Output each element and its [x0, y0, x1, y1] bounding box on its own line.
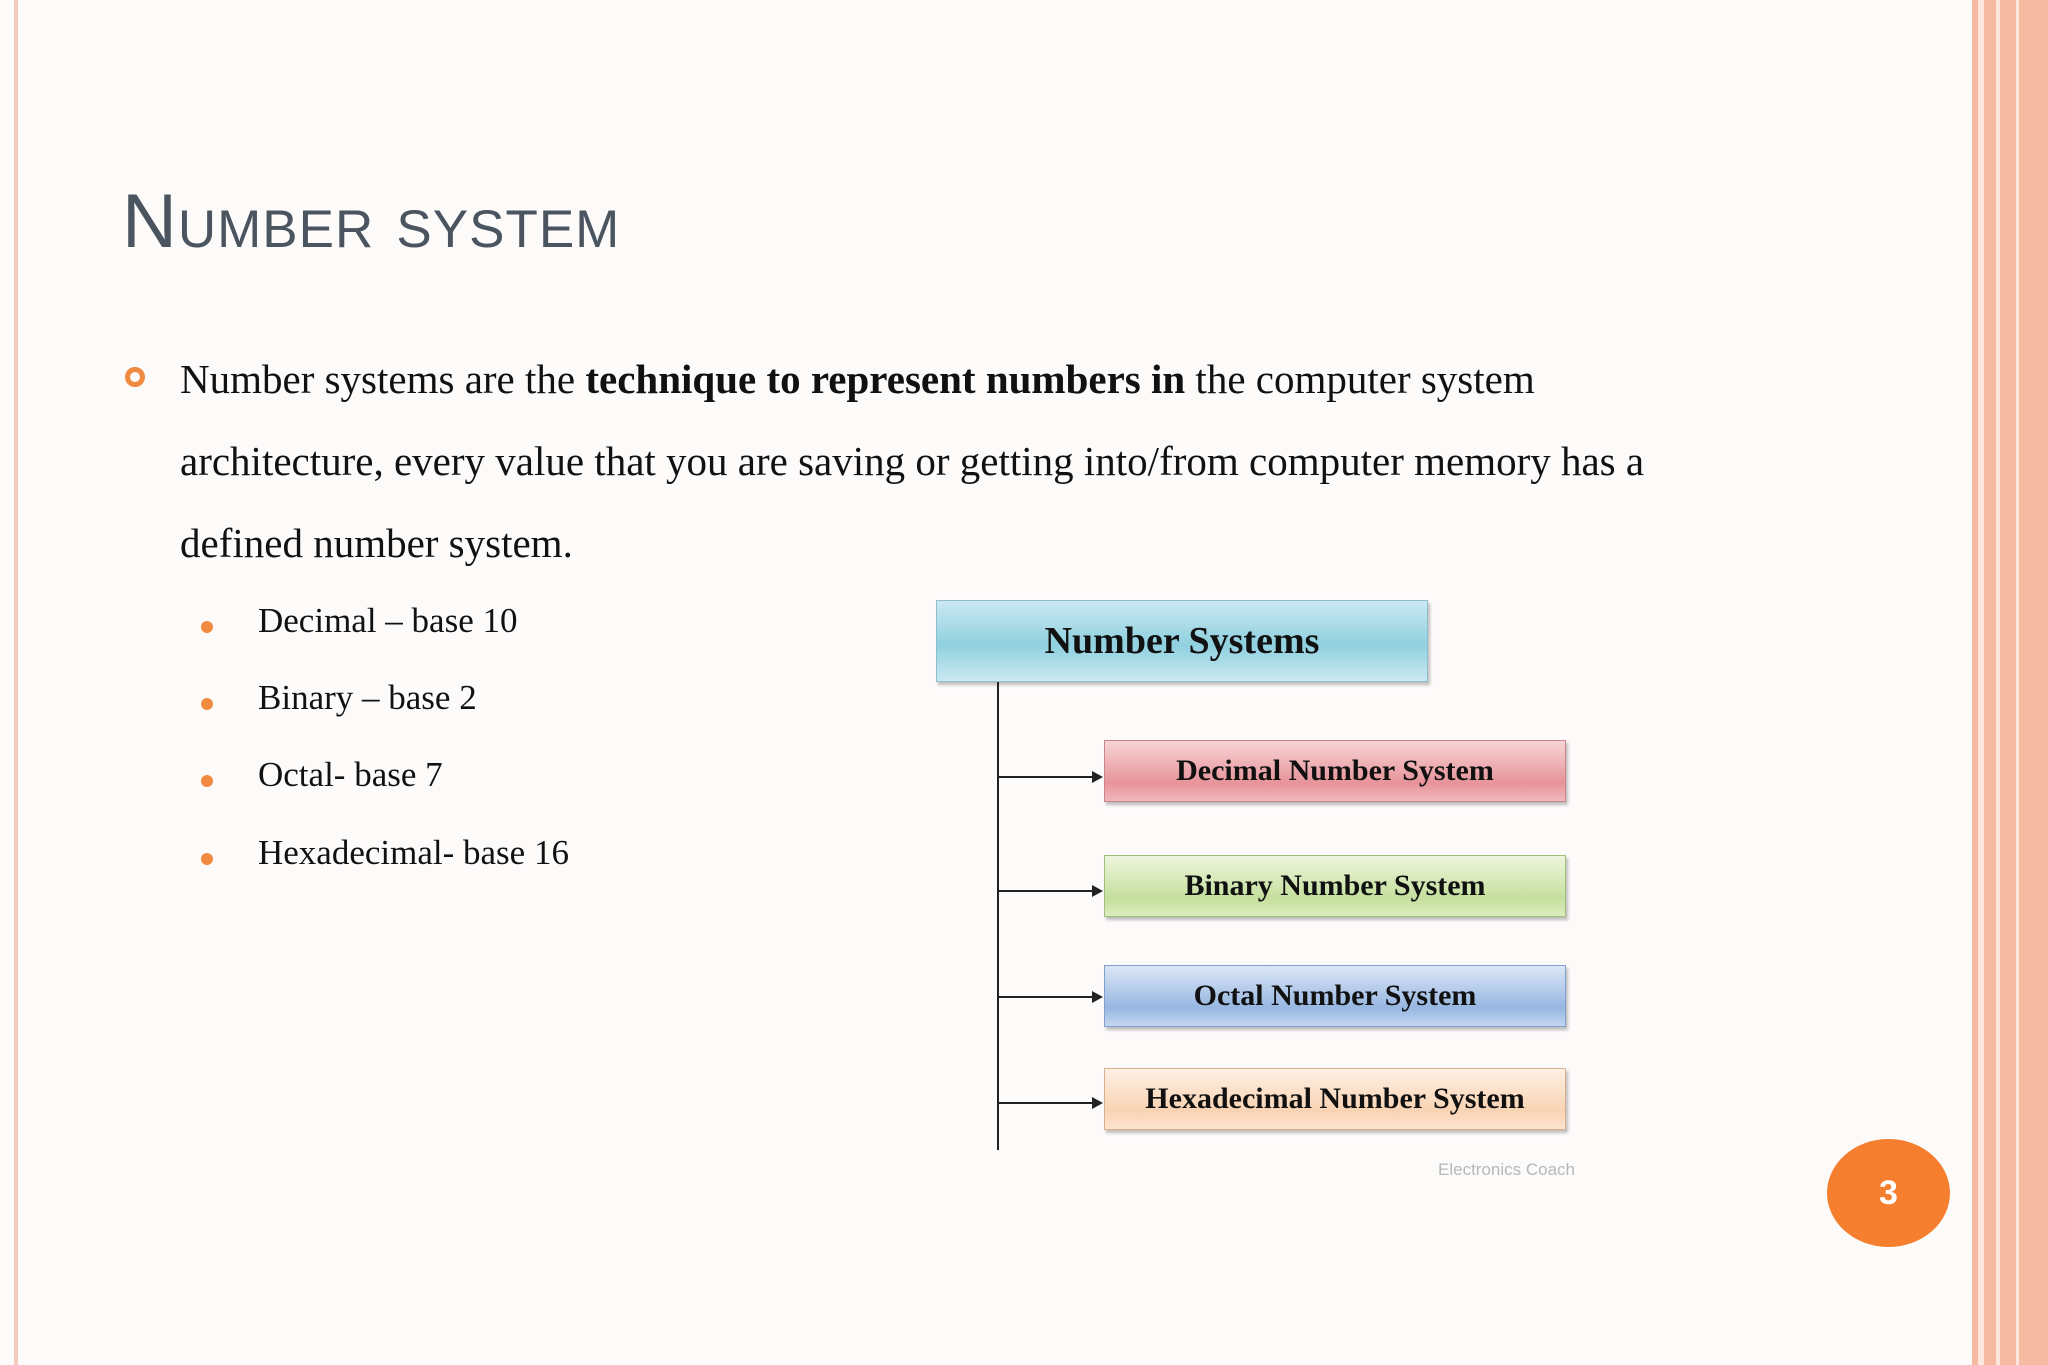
slide-title: Number system [122, 179, 621, 264]
arrow-head-icon [1092, 885, 1103, 897]
list-item-text: Binary – base 2 [258, 678, 477, 717]
binary-box: Binary Number System [1104, 855, 1566, 917]
list-item-text: Decimal – base 10 [258, 601, 518, 640]
list-item-text: Hexadecimal- base 16 [258, 833, 569, 872]
intro-paragraph: Number systems are the technique to repr… [180, 338, 1740, 584]
arrow-head-icon [1092, 771, 1103, 783]
octal-box: Octal Number System [1104, 965, 1566, 1027]
paragraph-text: the computer system architecture, every … [180, 356, 1645, 566]
decimal-box: Decimal Number System [1104, 740, 1566, 802]
bullet-dot-icon [201, 621, 213, 633]
connector-line [997, 1102, 1097, 1104]
diagram-root-box: Number Systems [936, 600, 1428, 682]
paragraph-text: Number systems are the [180, 356, 586, 402]
bullet-dot-icon [201, 775, 213, 787]
connector-line [997, 776, 1097, 778]
band-stripe [1996, 0, 2000, 1365]
left-border-line [14, 0, 18, 1365]
arrow-head-icon [1092, 1097, 1103, 1109]
number-systems-diagram: Number Systems Decimal Number System Bin… [930, 594, 1600, 1184]
band-stripe [2016, 0, 2019, 1365]
bullet-dot-icon [201, 853, 213, 865]
image-credit: Electronics Coach [1438, 1160, 1576, 1179]
arrow-head-icon [1092, 991, 1103, 1003]
bullet-icon [125, 367, 145, 387]
hexadecimal-box: Hexadecimal Number System [1104, 1068, 1566, 1130]
bullet-dot-icon [201, 698, 213, 710]
paragraph-bold-text: technique to represent numbers in [585, 356, 1186, 402]
connector-line [997, 890, 1097, 892]
list-item-text: Octal- base 7 [258, 755, 443, 794]
connector-line [997, 996, 1097, 998]
diagram-trunk-line [997, 682, 999, 1150]
page-number-badge: 3 [1827, 1139, 1950, 1247]
band-stripe [1978, 0, 1984, 1365]
right-decorative-band [1972, 0, 2048, 1365]
